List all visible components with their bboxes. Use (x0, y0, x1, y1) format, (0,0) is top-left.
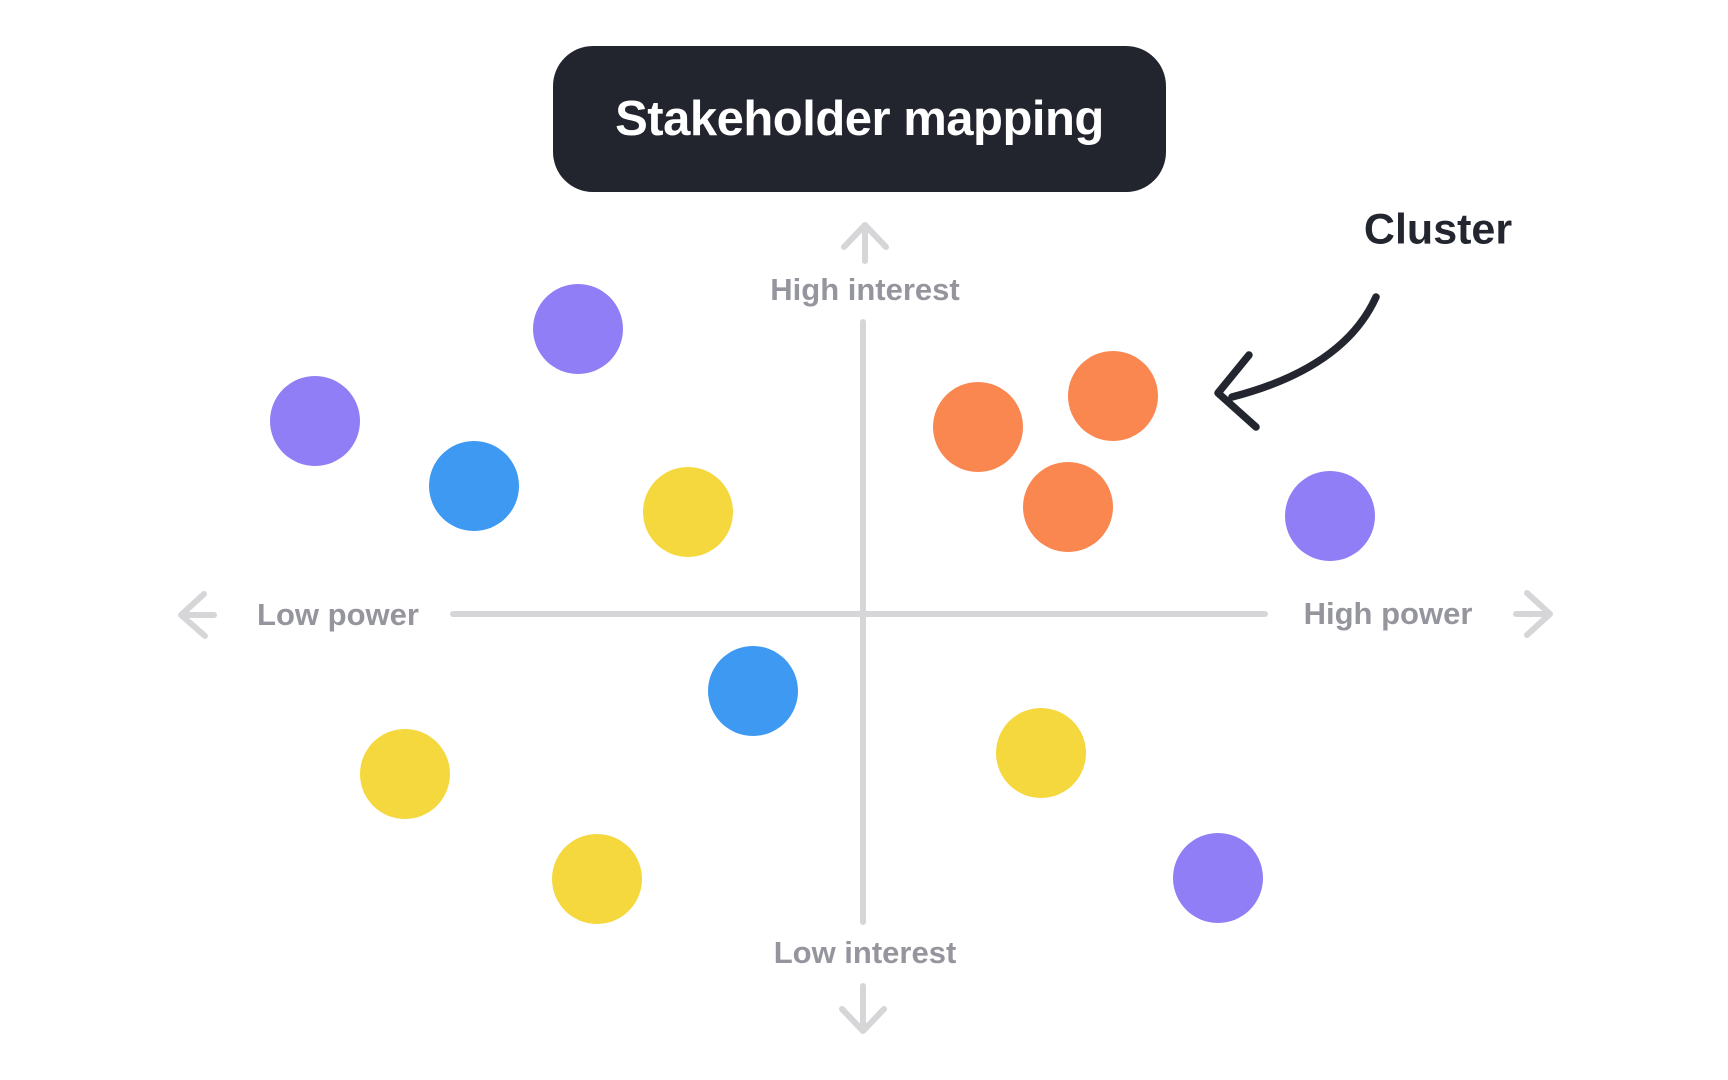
stakeholder-dot-blue[interactable] (429, 441, 519, 531)
stakeholder-dot-purple[interactable] (533, 284, 623, 374)
cluster-arrow-curve (1228, 293, 1380, 401)
cluster-arrowhead-icon (1214, 351, 1260, 431)
stakeholder-dot-yellow[interactable] (996, 708, 1086, 798)
axis-label-low-power: Low power (257, 597, 419, 632)
title-pill[interactable]: Stakeholder mapping (553, 46, 1166, 192)
cluster-label: Cluster (1363, 205, 1513, 254)
stakeholder-dot-yellow[interactable] (552, 834, 642, 924)
arrow-down-icon (839, 983, 887, 1034)
arrow-up-icon (841, 222, 889, 264)
stakeholder-dot-blue[interactable] (708, 646, 798, 736)
arrow-right-icon (1513, 590, 1553, 638)
page-title: Stakeholder mapping (615, 92, 1104, 146)
stakeholder-dot-purple[interactable] (1173, 833, 1263, 923)
stakeholder-dot-yellow[interactable] (360, 729, 450, 819)
axis-label-low-interest: Low interest (773, 935, 957, 970)
stakeholder-dot-orange[interactable] (1023, 462, 1113, 552)
stakeholder-dot-purple[interactable] (270, 376, 360, 466)
axis-label-high-interest: High interest (770, 272, 960, 307)
stakeholder-dot-yellow[interactable] (643, 467, 733, 557)
stakeholder-dot-orange[interactable] (933, 382, 1023, 472)
stakeholder-dot-orange[interactable] (1068, 351, 1158, 441)
arrow-left-icon (178, 591, 217, 639)
stakeholder-dot-purple[interactable] (1285, 471, 1375, 561)
axis-label-high-power: High power (1303, 596, 1473, 631)
